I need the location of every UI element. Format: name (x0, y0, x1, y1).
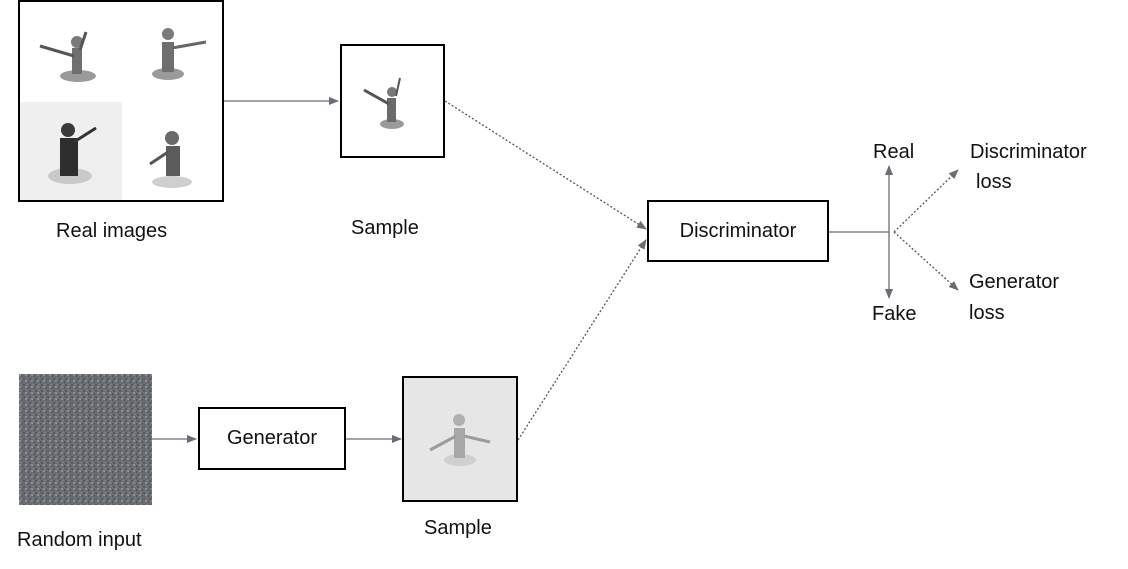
real-label: Real (873, 141, 915, 163)
random-input-label: Random input (17, 529, 142, 551)
arrow-discriminator-loss (893, 169, 959, 233)
figurine-image (149, 131, 192, 188)
figurine-image (39, 31, 96, 82)
real-images-panel (18, 0, 224, 202)
sample-top-label: Sample (351, 217, 419, 239)
arrow-sample-to-discriminator (444, 100, 647, 230)
discriminator-loss-label-line1: Discriminator (970, 141, 1087, 163)
real-sample-image (340, 44, 445, 158)
generator-box: Generator (198, 407, 346, 470)
figurine-image (152, 28, 207, 80)
noise-texture (19, 374, 152, 505)
sample-bottom-label: Sample (424, 517, 492, 539)
figurine-image (404, 378, 516, 500)
generated-sample-image (402, 376, 518, 502)
discriminator-loss-label-line2: loss (976, 171, 1012, 193)
figurine-image (20, 102, 122, 200)
generator-loss-label-line2: loss (969, 302, 1005, 324)
fake-label: Fake (872, 303, 917, 325)
figurine-image (363, 77, 404, 129)
arrow-generated-sample-to-discriminator (517, 239, 647, 441)
discriminator-box: Discriminator (647, 200, 829, 262)
random-noise-image (19, 374, 152, 505)
arrow-generator-loss (893, 231, 959, 291)
real-images-label: Real images (56, 220, 168, 242)
generator-loss-label-line1: Generator (969, 271, 1060, 293)
